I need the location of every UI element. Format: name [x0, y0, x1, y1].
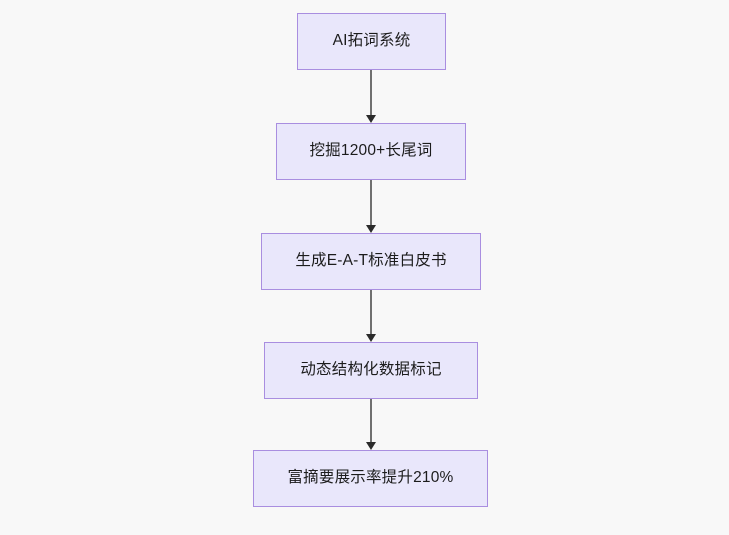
- flowchart-node-label: AI拓词系统: [332, 32, 411, 50]
- flowchart-node-label: 挖掘1200+长尾词: [309, 142, 433, 160]
- flowchart-node-label: 动态结构化数据标记: [300, 361, 442, 379]
- arrowhead-icon: [366, 225, 376, 233]
- arrowhead-icon: [366, 334, 376, 342]
- arrowhead-icon: [366, 115, 376, 123]
- flowchart-node-n5[interactable]: 富摘要展示率提升210%: [253, 450, 488, 507]
- arrowhead-icon: [366, 442, 376, 450]
- flowchart-node-n3[interactable]: 生成E-A-T标准白皮书: [261, 233, 481, 290]
- connector-line: [370, 70, 372, 115]
- connector-line: [370, 180, 372, 225]
- flowchart-node-label: 生成E-A-T标准白皮书: [295, 252, 447, 270]
- flowchart-node-n1[interactable]: AI拓词系统: [297, 13, 446, 70]
- flowchart-node-n4[interactable]: 动态结构化数据标记: [264, 342, 478, 399]
- connector-line: [370, 399, 372, 442]
- flowchart-node-n2[interactable]: 挖掘1200+长尾词: [276, 123, 466, 180]
- connector-line: [370, 290, 372, 334]
- flowchart-node-label: 富摘要展示率提升210%: [287, 469, 454, 487]
